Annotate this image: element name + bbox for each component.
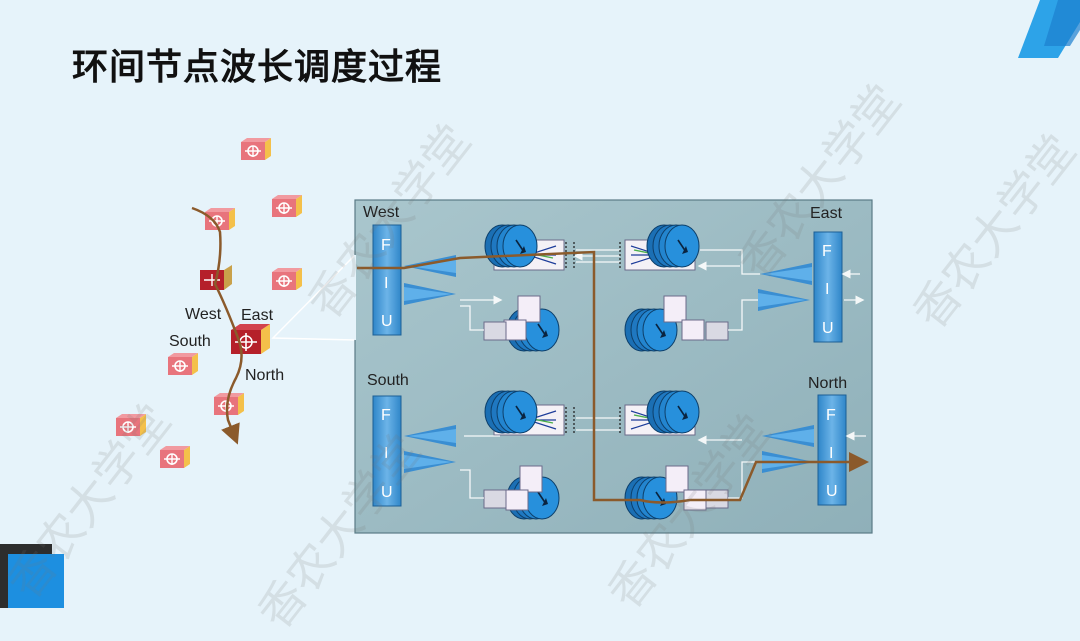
page-title: 环间节点波长调度过程	[72, 47, 443, 88]
fiu-west: F I U	[372, 224, 402, 336]
panel-label-east: East	[810, 205, 843, 222]
fiu-letter: I	[829, 445, 833, 462]
wss-disk-icon	[646, 224, 700, 268]
network-node-icon	[204, 207, 236, 231]
ring-network: West East South North	[115, 137, 303, 469]
path-line	[191, 206, 243, 445]
fiu-letter: I	[825, 281, 829, 298]
fiu-letter: I	[384, 445, 388, 462]
ring-label-west: West	[185, 306, 222, 323]
fiu-letter: I	[384, 275, 388, 292]
wss-disk-icon	[484, 224, 538, 268]
fiu-letter: F	[381, 237, 391, 254]
fiu-letter: F	[381, 407, 391, 424]
wavelength-scheduling-diagram: West East South North West East South No…	[115, 137, 873, 534]
panel-label-south: South	[367, 372, 409, 389]
scheduling-path-line	[357, 250, 869, 504]
fiu-south: F I U	[372, 395, 402, 507]
network-node-icon	[271, 194, 303, 218]
network-node-icon	[159, 445, 191, 469]
fiu-letter: U	[826, 483, 838, 500]
node-detail-panel: West East South North F I U F I U F I U …	[354, 199, 873, 534]
ring-label-north: North	[245, 367, 284, 384]
wss-disk-icon	[484, 390, 538, 434]
callout-pointer	[271, 253, 356, 341]
network-node-icon	[167, 352, 199, 376]
wss-disk-icon	[646, 390, 700, 434]
network-node-icon	[115, 413, 147, 437]
fiu-letter: U	[822, 320, 834, 337]
panel-label-north: North	[808, 375, 847, 392]
fiu-east: F I U	[813, 231, 843, 343]
fiu-letter: F	[822, 243, 832, 260]
corner-decoration-bottom-left	[0, 540, 70, 608]
panel-label-west: West	[363, 204, 400, 221]
fiu-letter: U	[381, 313, 393, 330]
ring-label-east: East	[241, 307, 274, 324]
network-node-icon	[271, 267, 303, 291]
fiu-letter: F	[826, 407, 836, 424]
fiu-north: F I U	[817, 394, 847, 506]
ring-label-south: South	[169, 333, 211, 350]
selected-node-icon	[231, 324, 270, 354]
fiu-letter: U	[381, 484, 393, 501]
corner-decoration-top-right	[1018, 0, 1080, 60]
network-node-icon	[240, 137, 272, 161]
